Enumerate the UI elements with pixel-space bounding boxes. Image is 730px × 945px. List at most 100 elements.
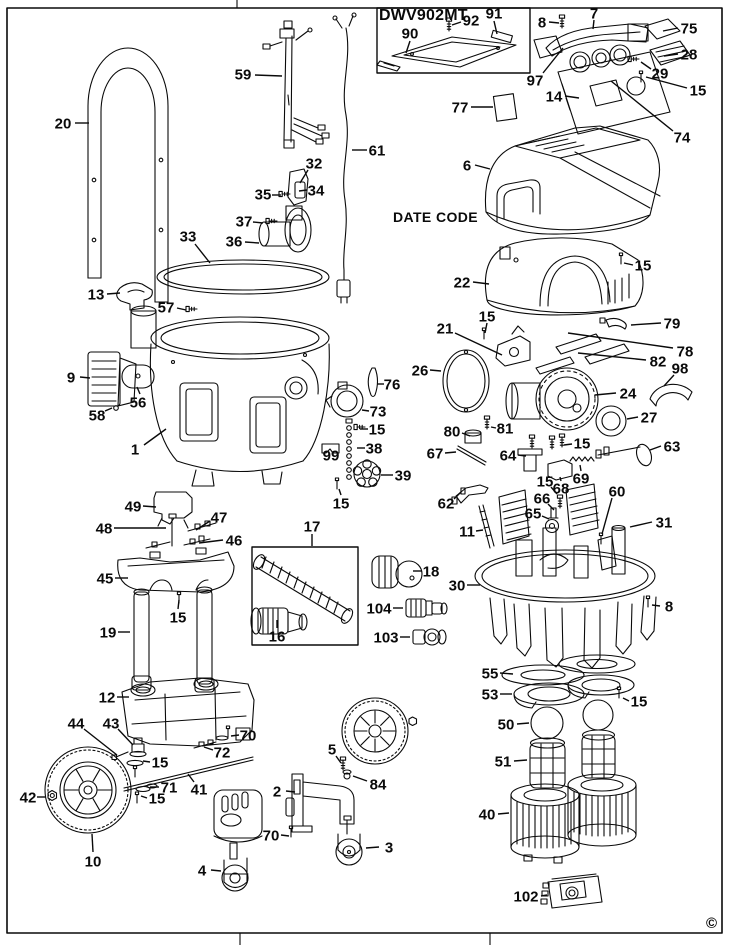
leader-line [140,795,148,799]
leader-line [444,451,457,454]
part-callout: 66 [534,491,551,508]
part-callout: 79 [664,316,681,333]
part-callout: 19 [100,625,117,642]
drain-parts [321,367,382,490]
leader-line [142,505,157,508]
leader-line [490,426,497,429]
part-callout: 22 [454,275,471,292]
part-callout: 15 [369,422,386,439]
part-callout: 92 [463,13,480,30]
top-handle-assembly [533,14,691,135]
part-callout: 7 [590,6,598,23]
part-callout: 69 [573,471,590,488]
part-callout: 1 [131,442,139,459]
rear-caster-assembly [285,697,418,866]
part-callout: 29 [652,66,669,83]
leader-line [550,486,558,495]
part-callout: 103 [373,630,398,647]
part-callout: 70 [240,728,257,745]
leader-line [203,746,214,751]
leader-line [601,497,613,535]
model-number-label: DWV902MT [379,7,468,24]
model-inset-box [376,7,531,74]
part-callout: 30 [449,578,466,595]
part-callout: 97 [527,73,544,90]
leader-line [365,846,380,849]
page-border [6,0,723,945]
inlet-elbow [258,205,312,253]
part-callout: 70 [263,828,280,845]
leader-line [563,443,573,446]
leader-line [453,491,462,500]
leader-line [651,604,661,607]
part-callout: 3 [385,840,393,857]
float-valve-parts [451,415,653,549]
accessory-102 [540,873,603,909]
part-callout: 61 [369,143,386,160]
leader-line [429,369,442,372]
part-callout: 12 [99,690,116,707]
leader-line [338,488,342,496]
leader-line [83,728,118,756]
part-callout: 15 [479,309,496,326]
part-callout: 76 [384,377,401,394]
part-callout: 60 [609,484,626,501]
leader-line [106,292,121,295]
part-callout: 58 [89,408,106,425]
leader-line [142,760,151,763]
part-callout: 84 [370,777,387,794]
leader-line [195,520,211,531]
part-callout: 15 [574,436,591,453]
leader-line [540,894,548,897]
part-callout: 44 [68,716,85,733]
leader-line [79,376,91,379]
leader-line [663,53,679,57]
leader-line [210,869,222,872]
part-callout: 28 [681,47,698,64]
part-callout: 81 [497,421,514,438]
rear-wheel-left [44,725,254,834]
part-callout: 36 [226,234,243,251]
part-callout: 51 [495,754,512,771]
leader-line [177,599,180,610]
leader-line [629,521,653,528]
leader-line [352,775,368,782]
part-callout: 74 [674,130,691,147]
part-callout: 27 [641,410,658,427]
part-callout: 38 [366,441,383,458]
caster-foot-parts [145,491,217,549]
part-callout: 16 [269,629,286,646]
lid-gasket-ring [156,259,330,295]
part-callout: 57 [158,300,175,317]
leader-line [640,61,652,70]
part-callout: 15 [537,474,554,491]
part-callout: 18 [423,564,440,581]
part-callout: 80 [444,424,461,441]
leader-line [472,281,490,285]
part-callout: 2 [273,784,281,801]
leader-line [280,834,290,837]
fan-turbine [505,367,627,437]
leader-line [254,74,283,77]
part-callout: 48 [96,521,113,538]
leader-line [454,332,503,356]
wire-harness [262,20,330,149]
leader-line [497,812,510,815]
part-callout: 24 [620,386,637,403]
part-callout: 73 [370,404,387,421]
leader-line [230,734,240,737]
part-callout: 46 [226,533,243,550]
part-callout: 26 [412,363,429,380]
part-callout: 10 [85,854,102,871]
trolley-base [121,677,255,747]
part-callout: 65 [525,506,542,523]
leader-line [547,503,555,511]
part-callout: 33 [180,229,197,246]
power-cord [332,12,357,304]
part-callout: 63 [664,439,681,456]
part-callout: 34 [308,183,325,200]
leader-line [548,21,560,24]
front-caster-assembly [213,789,294,892]
